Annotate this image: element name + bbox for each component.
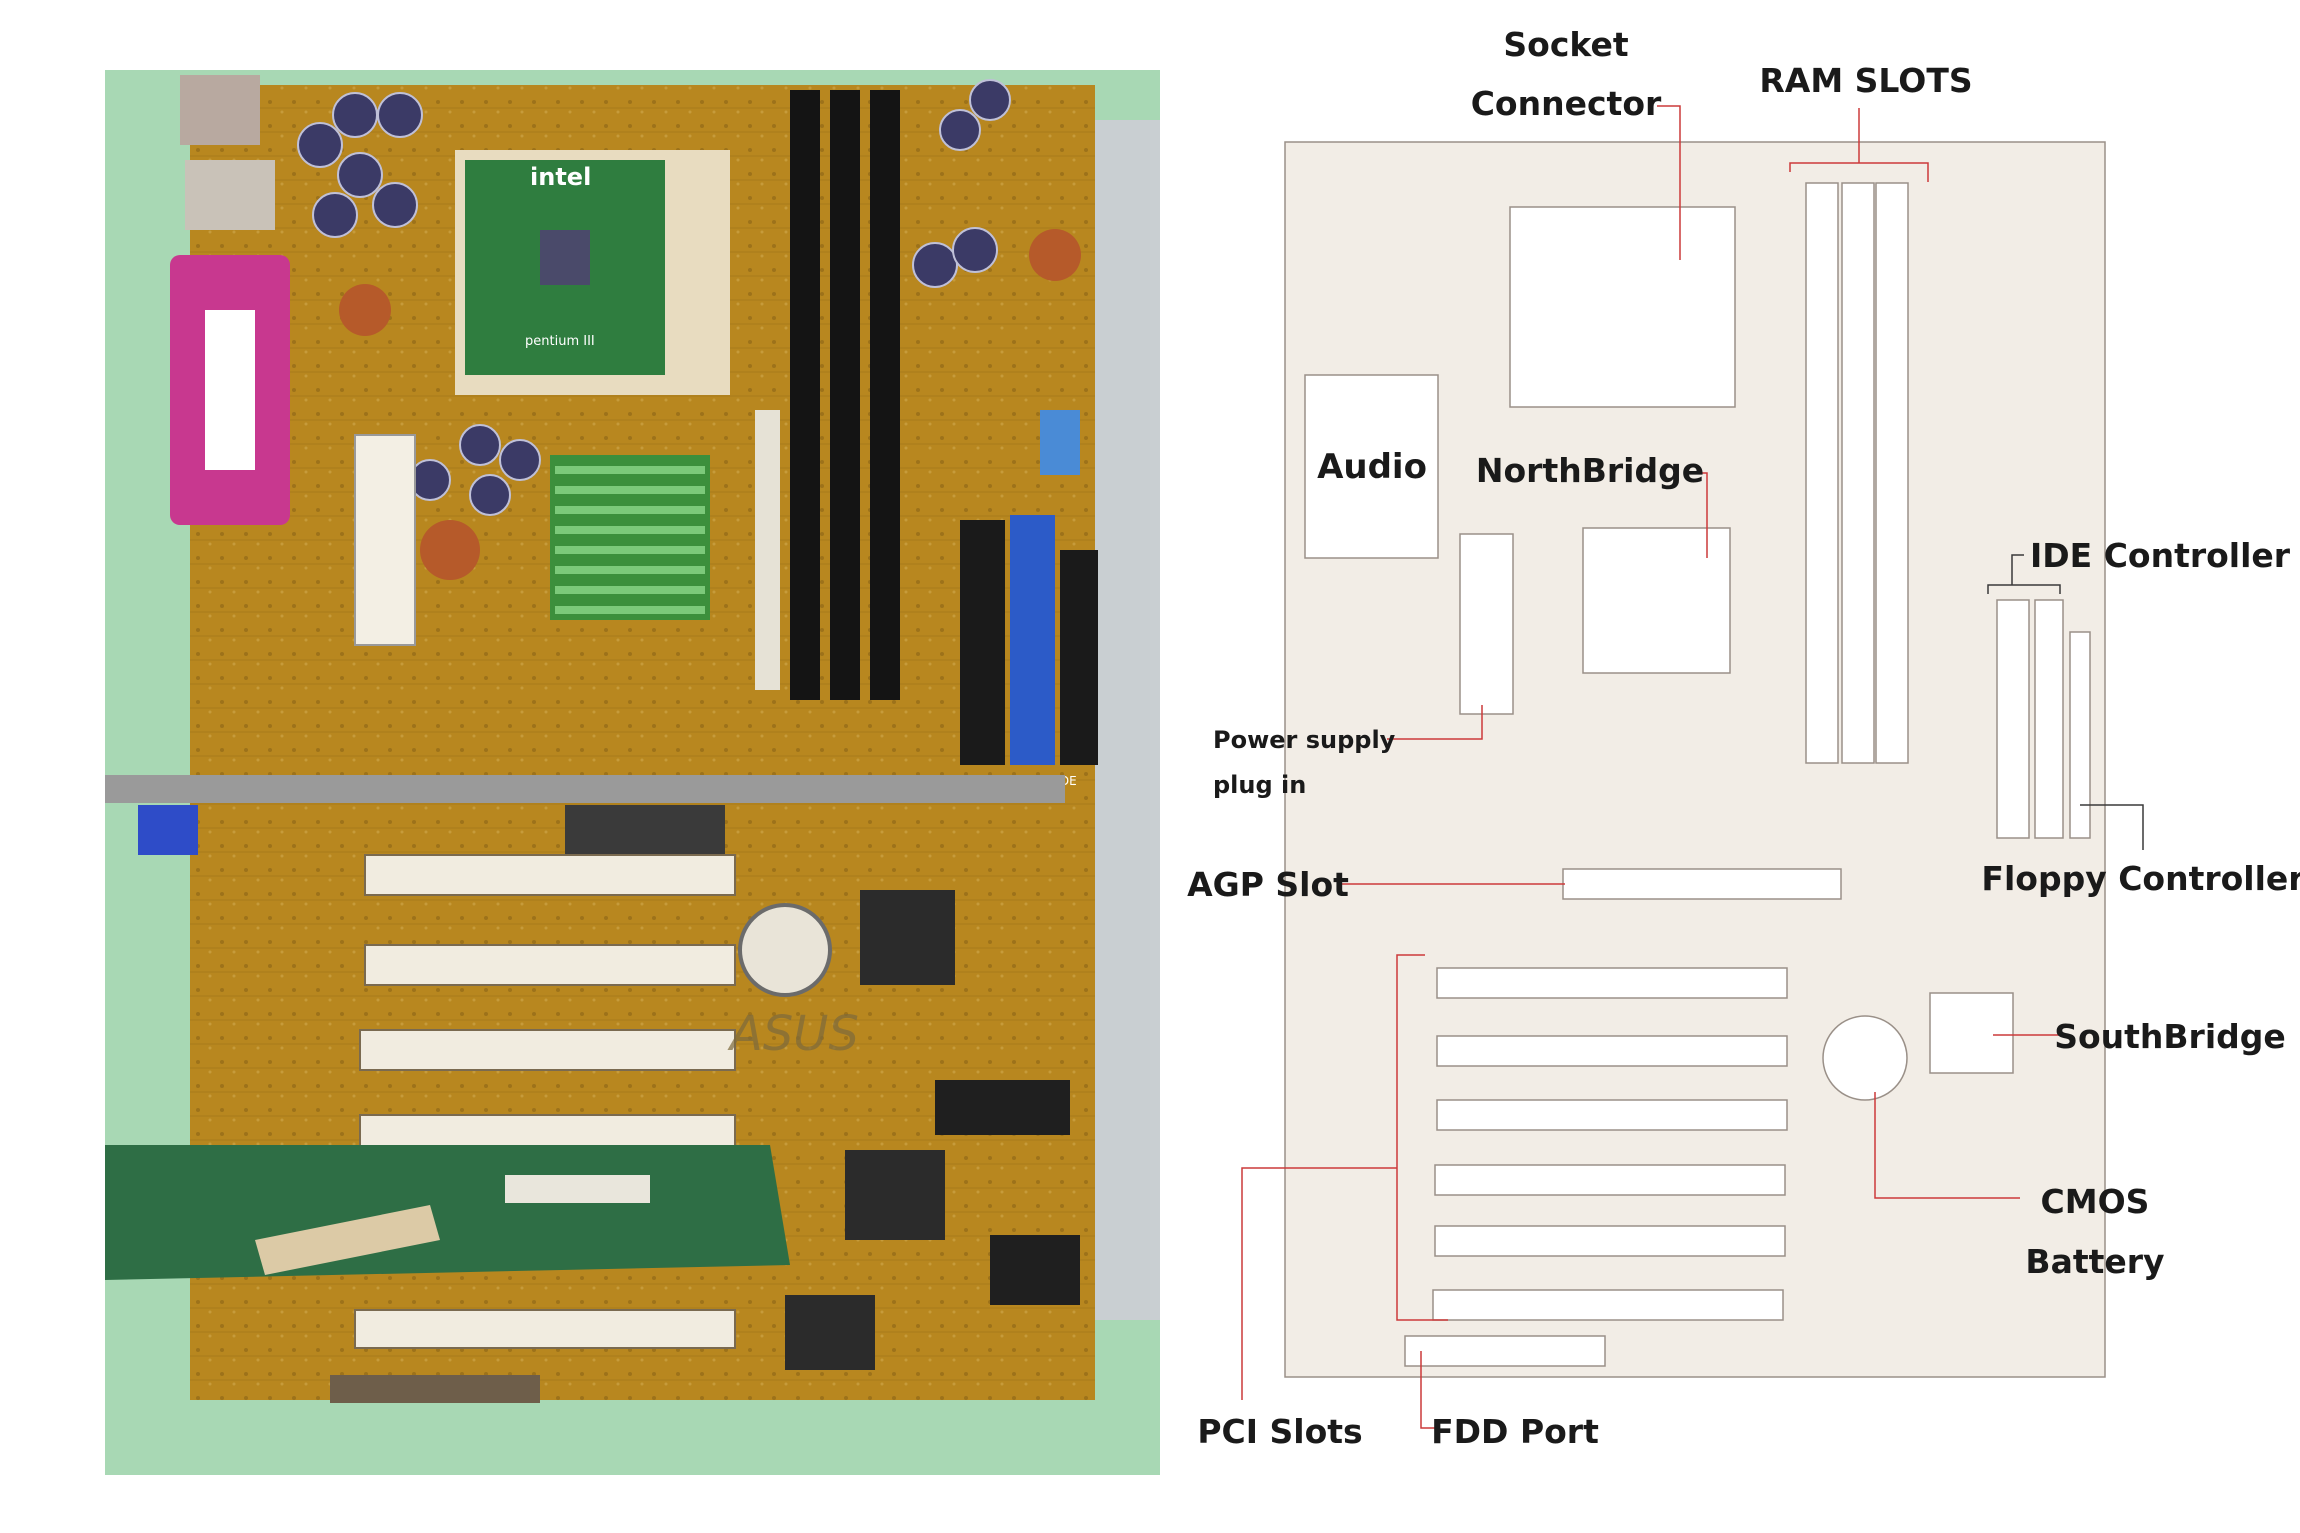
capacitors-top (297, 79, 1011, 516)
northbridge-box (1582, 527, 1731, 674)
header-pins (935, 1080, 1070, 1135)
floppy-connector-black (1060, 550, 1098, 765)
inductors (339, 229, 1081, 580)
label-audio: Audio (1317, 447, 1427, 487)
pci-slot-5 (1434, 1225, 1786, 1257)
power-plug-box (1459, 533, 1514, 715)
southbridge-box (1929, 992, 2014, 1074)
pci-slot-2 (1436, 1035, 1788, 1067)
pci-expansion-card (105, 1145, 790, 1280)
label-northbridge: NorthBridge (1476, 451, 1704, 490)
io-chip-photo (845, 1150, 945, 1240)
label-pci-slots: PCI Slots (1197, 1412, 1362, 1451)
cpu-die (540, 230, 590, 285)
socket-leader (1657, 105, 1681, 260)
label-floppy-controller: Floppy Controller (1981, 859, 2300, 898)
pci-leader (1241, 1167, 1397, 1400)
label-ram-slots: RAM SLOTS (1759, 61, 1972, 100)
label-cmos-line1: CMOS (2041, 1182, 2150, 1221)
ide-bracket (1987, 584, 2061, 594)
amr-slot (330, 1375, 540, 1403)
ps2-ports (180, 75, 260, 145)
agp-slot-box (1562, 868, 1842, 900)
ram-slot-2 (1841, 182, 1875, 764)
power-leader (1387, 705, 1483, 740)
agp-bracket-blue (138, 805, 198, 855)
parallel-port-label (205, 310, 255, 470)
atx-power-connector (354, 434, 416, 646)
ide-floppy-leaders (1987, 554, 2144, 850)
fdd-port-box (1404, 1335, 1606, 1367)
label-power-line2: plug in (1213, 771, 1306, 799)
agp-card (105, 775, 1065, 803)
dip-switch (1040, 410, 1080, 475)
northbridge-heatsink (550, 455, 710, 620)
card-sticker (505, 1175, 650, 1203)
schematic-diagram: Socket Connector RAM SLOTS Audio NorthBr… (1187, 25, 2300, 1451)
socket-box (1509, 206, 1736, 408)
cmos-leader (1874, 1092, 2020, 1199)
agp-heatsink (565, 805, 725, 860)
ram-slot-3 (1875, 182, 1909, 764)
usb-ports (185, 160, 275, 230)
pci-slot-1 (1436, 967, 1788, 999)
ide-bracket-stem (2011, 554, 2024, 585)
label-power-line1: Power supply (1213, 726, 1396, 754)
northbridge-leader (1695, 472, 1708, 558)
label-ide-controller: IDE Controller (2030, 536, 2291, 575)
floppy-slot (2069, 631, 2091, 839)
ram-latch-white (755, 410, 780, 690)
card-tape (255, 1205, 440, 1275)
label-agp-slot: AGP Slot (1187, 865, 1349, 904)
floppy-leader (2080, 804, 2144, 850)
pci-bracket (1396, 954, 1448, 1321)
header-pins-2 (990, 1235, 1080, 1305)
intel-logo-text: intel (530, 163, 591, 191)
ram-slot-1 (1805, 182, 1839, 764)
cpu-model-text: pentium III (525, 334, 595, 349)
asus-brand-text: ASUS (727, 1006, 859, 1062)
cmos-battery-photo (738, 903, 832, 997)
ite-chip-photo (785, 1295, 875, 1370)
ide-slot-1 (1996, 599, 2030, 839)
fdd-leader (1420, 1351, 1440, 1429)
label-cmos-line2: Battery (2025, 1242, 2164, 1281)
schematic-labels: Socket Connector RAM SLOTS Audio NorthBr… (1187, 25, 2300, 1451)
ram-slots-photo (790, 90, 900, 700)
ide-slot-2 (2034, 599, 2064, 839)
label-socket-line1: Socket (1503, 25, 1628, 64)
pci-slot-4 (1434, 1164, 1786, 1196)
leader-lines (1241, 105, 2060, 1429)
pci-slot-6 (1432, 1289, 1784, 1321)
ide-connector-blue (1010, 515, 1055, 765)
motherboard-photo: intel pentium III (105, 70, 1160, 1475)
bottom-pci-slot (354, 1309, 736, 1349)
label-fdd-port: FDD Port (1431, 1412, 1599, 1451)
pci-slot-3 (1436, 1099, 1788, 1131)
schematic-components (1304, 182, 2091, 1367)
cmos-battery-circle (1822, 1015, 1908, 1101)
ide-connector-black (960, 520, 1005, 765)
audio-box (1304, 374, 1439, 559)
label-southbridge: SouthBridge (2054, 1017, 2286, 1056)
southbridge-chip-photo (860, 890, 955, 985)
label-socket-line2: Connector (1471, 84, 1662, 123)
